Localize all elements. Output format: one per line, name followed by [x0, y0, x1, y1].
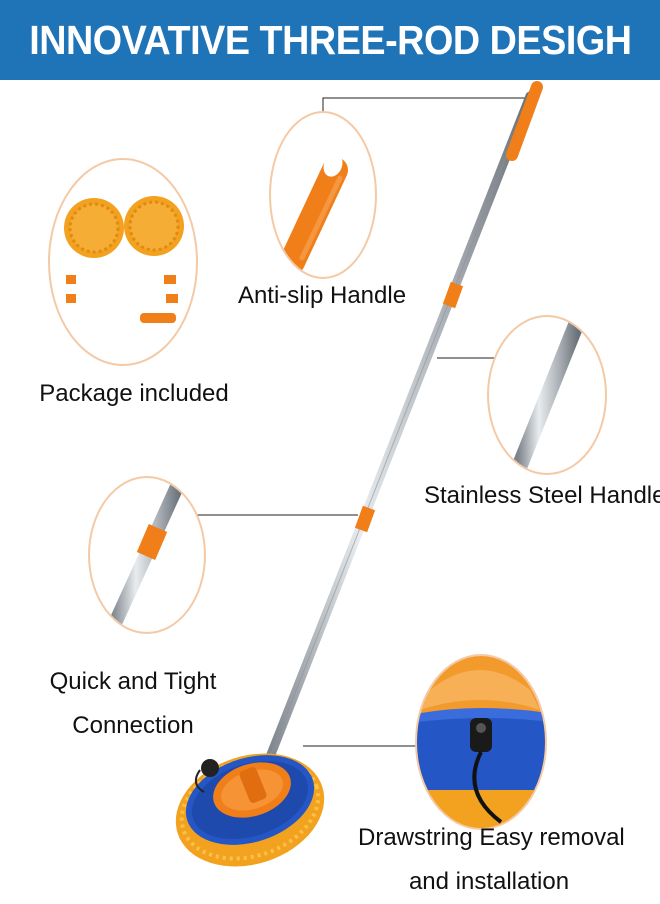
mop-pole: [263, 81, 543, 767]
quick-tight-line1: Quick and Tight: [49, 668, 217, 695]
connection-closeup: [88, 476, 206, 634]
leader-lines: [197, 97, 528, 747]
drawstring-line1: Drawstring Easy removal: [358, 824, 625, 851]
quick-tight-connection-label: Quick and Tight Connection: [30, 660, 236, 748]
title-banner: INNOVATIVE THREE-ROD DESIGH: [0, 0, 660, 80]
quick-tight-line2: Connection: [72, 712, 194, 739]
drawstring-label: Drawstring Easy removal and installation: [358, 816, 625, 904]
stainless-steel-handle-label: Stainless Steel Handle: [424, 482, 660, 509]
package-included-label: Package included: [39, 380, 229, 407]
mop-head: [175, 753, 325, 867]
banner-title: INNOVATIVE THREE-ROD DESIGH: [28, 16, 632, 63]
anti-slip-handle-label: Anti-slip Handle: [237, 282, 407, 309]
handle-closeup: [269, 111, 377, 279]
drawstring-closeup: [415, 654, 547, 830]
drawstring-line2: and installation: [408, 868, 570, 895]
steel-closeup: [487, 315, 607, 475]
package-closeup: [48, 158, 198, 366]
